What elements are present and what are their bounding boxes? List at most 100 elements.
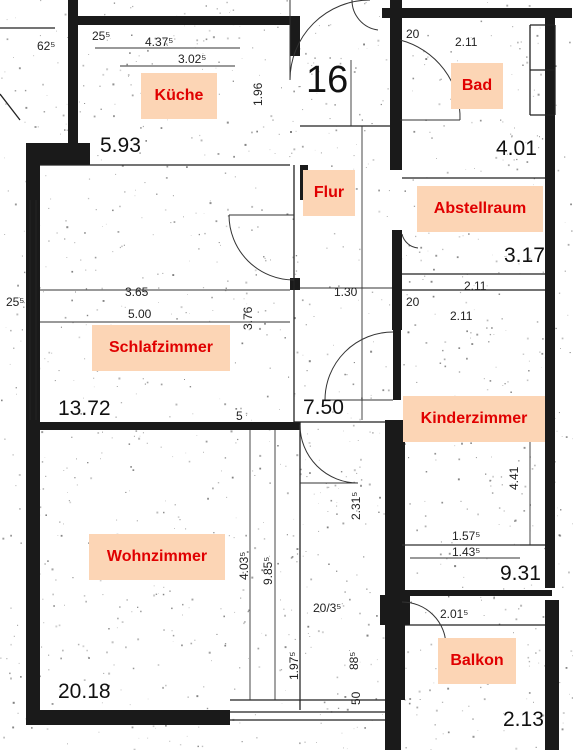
- noise-speck: [385, 366, 387, 368]
- noise-speck: [333, 344, 334, 346]
- noise-speck: [92, 411, 94, 413]
- noise-speck: [528, 692, 531, 694]
- noise-speck: [13, 347, 15, 349]
- noise-speck: [174, 504, 176, 506]
- noise-speck: [174, 528, 175, 529]
- noise-speck: [306, 370, 308, 372]
- noise-speck: [377, 505, 379, 507]
- dim-label: 20: [406, 295, 420, 309]
- noise-speck: [531, 468, 534, 470]
- dim-label: 1.43⁵: [452, 545, 480, 559]
- noise-speck: [7, 190, 9, 192]
- noise-speck: [157, 273, 159, 275]
- noise-speck: [162, 38, 165, 40]
- noise-speck: [370, 350, 373, 353]
- noise-speck: [153, 585, 155, 587]
- noise-speck: [44, 358, 46, 360]
- noise-speck: [554, 65, 557, 67]
- noise-speck: [2, 537, 5, 540]
- noise-speck: [218, 93, 220, 95]
- noise-speck: [406, 294, 408, 296]
- noise-speck: [495, 260, 498, 263]
- noise-speck: [233, 155, 235, 158]
- noise-speck: [187, 696, 189, 698]
- noise-speck: [337, 707, 340, 709]
- noise-speck: [515, 618, 518, 621]
- noise-speck: [13, 635, 15, 637]
- noise-speck: [187, 294, 188, 295]
- noise-speck: [117, 617, 119, 620]
- noise-speck: [352, 424, 355, 427]
- noise-speck: [308, 442, 311, 444]
- noise-speck: [344, 664, 346, 667]
- noise-speck: [326, 708, 329, 710]
- noise-speck: [441, 701, 444, 703]
- noise-speck: [521, 493, 523, 495]
- noise-speck: [45, 475, 47, 477]
- noise-speck: [279, 329, 281, 331]
- noise-speck: [263, 256, 265, 258]
- noise-speck: [539, 136, 540, 138]
- noise-speck: [533, 89, 535, 91]
- noise-speck: [434, 452, 437, 455]
- noise-speck: [64, 316, 67, 319]
- noise-speck: [189, 386, 192, 388]
- noise-speck: [443, 125, 445, 127]
- noise-speck: [45, 514, 47, 516]
- noise-speck: [165, 725, 167, 727]
- noise-speck: [83, 595, 86, 597]
- noise-speck: [65, 220, 67, 222]
- noise-speck: [356, 472, 358, 474]
- noise-speck: [155, 593, 158, 595]
- noise-speck: [498, 293, 501, 295]
- noise-speck: [442, 248, 444, 251]
- noise-speck: [462, 586, 464, 588]
- noise-speck: [555, 104, 557, 106]
- noise-speck: [433, 682, 435, 684]
- noise-speck: [142, 277, 144, 279]
- noise-speck: [80, 259, 82, 261]
- noise-speck: [326, 486, 329, 489]
- noise-speck: [224, 457, 227, 459]
- noise-speck: [79, 101, 80, 103]
- noise-speck: [43, 291, 44, 293]
- noise-speck: [477, 513, 479, 516]
- noise-speck: [113, 664, 115, 666]
- noise-speck: [25, 180, 27, 183]
- noise-speck: [308, 360, 311, 363]
- noise-speck: [564, 222, 566, 223]
- noise-speck: [513, 632, 514, 634]
- noise-speck: [144, 291, 146, 294]
- noise-speck: [327, 511, 329, 512]
- room-label-bad: Bad: [451, 63, 503, 109]
- noise-speck: [532, 525, 534, 527]
- noise-speck: [269, 555, 270, 557]
- noise-speck: [263, 29, 265, 31]
- noise-speck: [344, 696, 347, 698]
- noise-speck: [339, 62, 342, 65]
- noise-speck: [198, 233, 200, 236]
- doors: [228, 0, 461, 647]
- noise-speck: [537, 93, 540, 96]
- noise-speck: [142, 432, 144, 434]
- noise-speck: [485, 473, 487, 475]
- noise-speck: [329, 57, 331, 59]
- room-label-abstellraum: Abstellraum: [417, 186, 543, 232]
- noise-speck: [368, 313, 370, 314]
- noise-speck: [207, 497, 209, 500]
- noise-speck: [163, 586, 165, 588]
- noise-speck: [450, 51, 452, 53]
- noise-speck: [74, 477, 76, 479]
- noise-speck: [217, 153, 220, 155]
- noise-speck: [233, 537, 235, 539]
- noise-speck: [224, 403, 227, 406]
- noise-speck: [248, 329, 250, 331]
- noise-speck: [228, 535, 230, 537]
- noise-speck: [17, 712, 19, 714]
- noise-speck: [191, 137, 193, 139]
- noise-speck: [317, 428, 319, 430]
- noise-speck: [66, 226, 69, 229]
- noise-speck: [536, 34, 539, 37]
- noise-speck: [537, 42, 539, 45]
- noise-speck: [41, 461, 44, 463]
